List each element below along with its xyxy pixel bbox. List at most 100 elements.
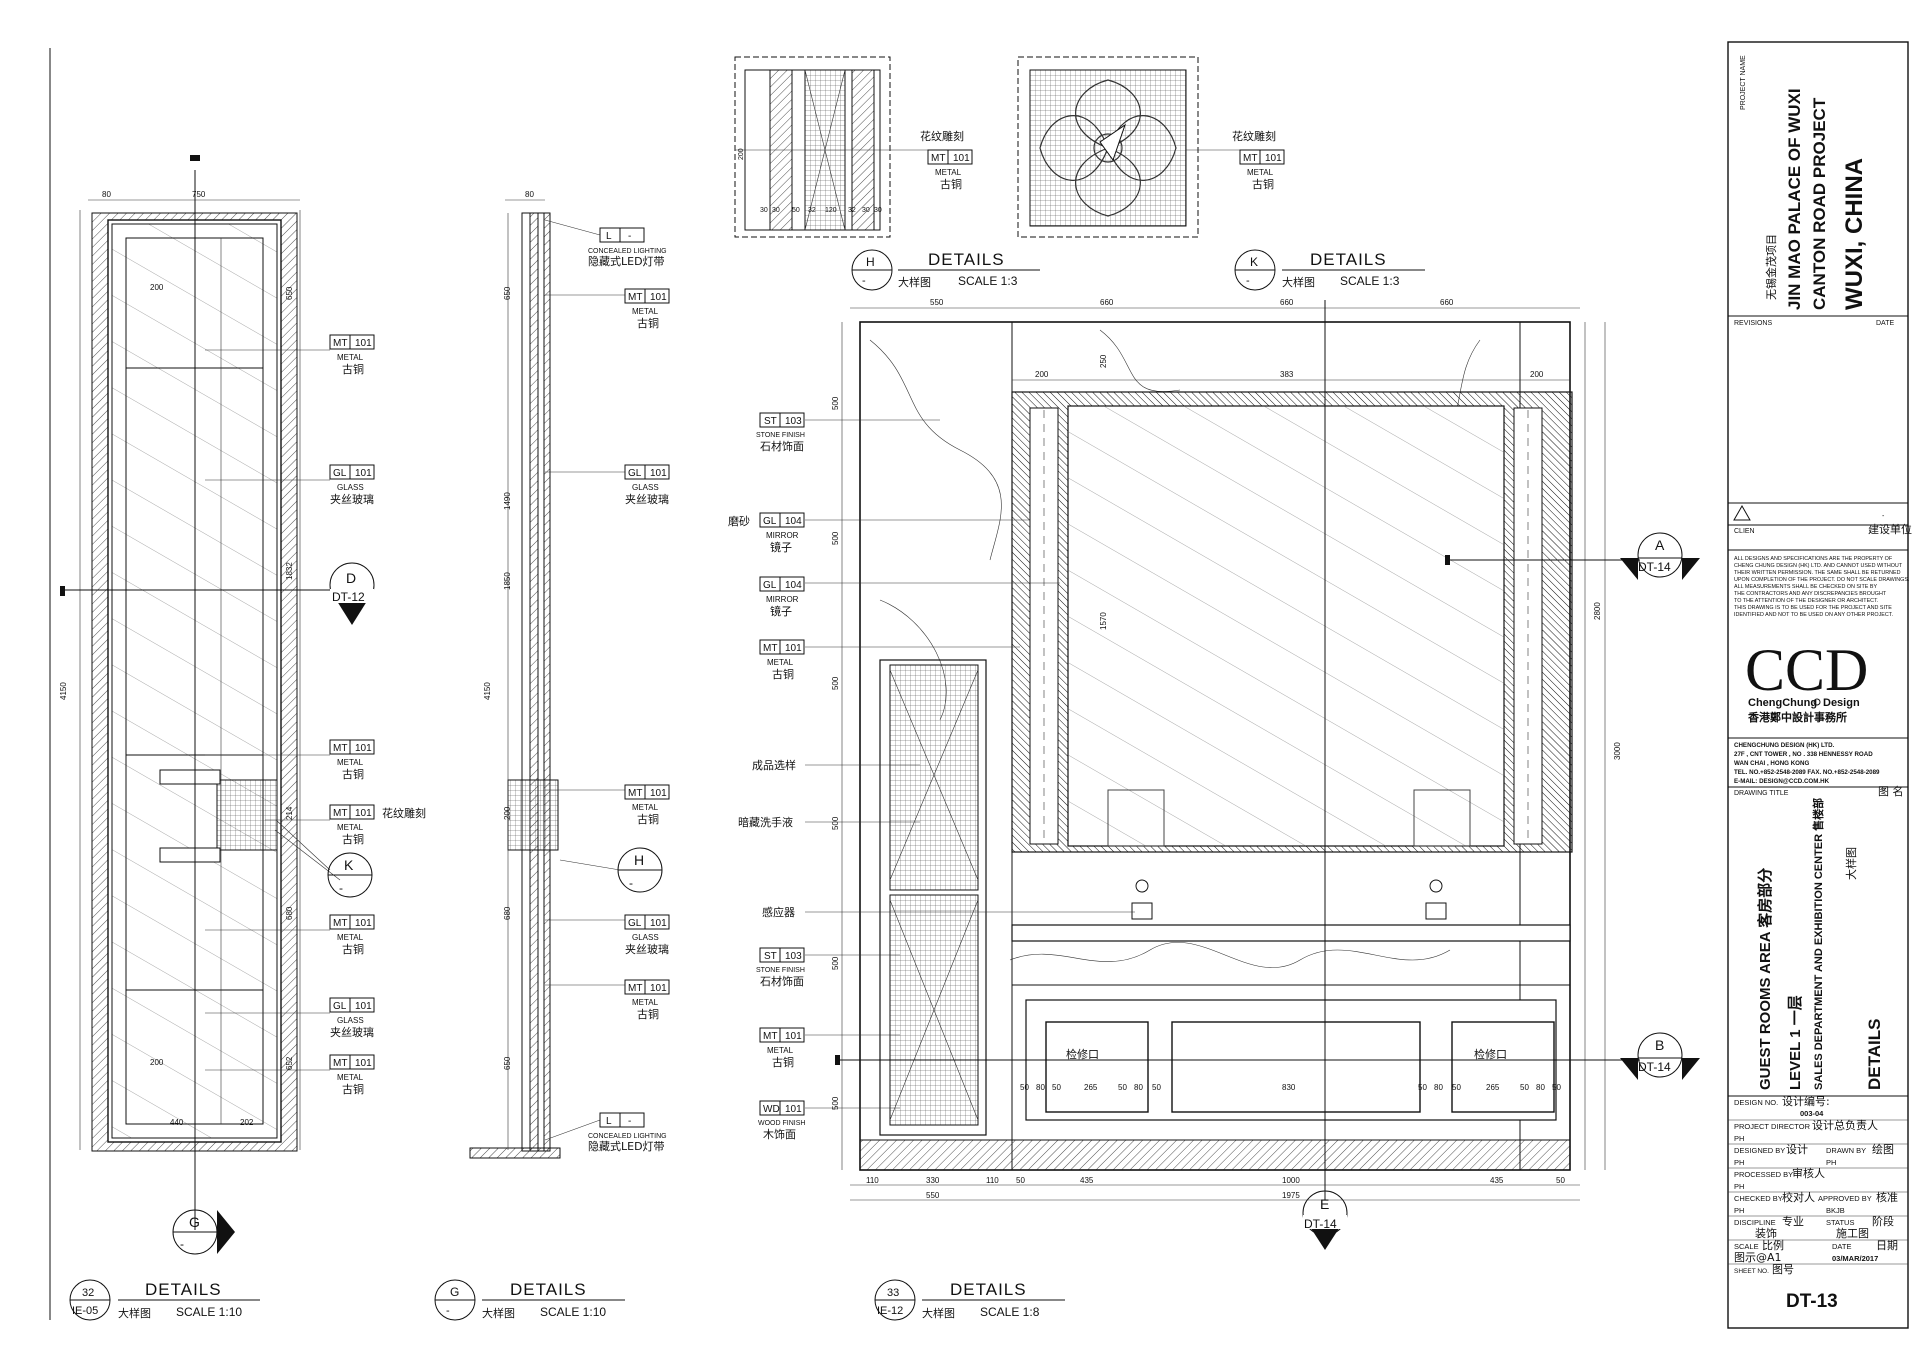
material-cn: 古铜: [637, 1007, 659, 1021]
sheet-no-label-cn: 图号: [1772, 1263, 1794, 1276]
detail-scale: SCALE 1:10: [540, 1305, 606, 1319]
dim-text: 680: [285, 906, 294, 920]
checked-by-label: CHECKED BY: [1734, 1194, 1783, 1203]
tag-code: MT: [763, 1031, 777, 1042]
designed-by-label: DESIGNED BY: [1734, 1146, 1785, 1155]
dim-text: 500: [831, 1096, 840, 1110]
carving-label: 花纹雕刻: [382, 806, 426, 820]
section-callout-g[interactable]: G -: [172, 1209, 235, 1255]
drawing-title-label-cn: 图 名: [1878, 784, 1904, 798]
disclaimer-line: ALL MEASUREMENTS SHALL BE CHECKED ON SIT…: [1734, 584, 1877, 590]
material-cn: 隐藏式LED灯带: [588, 255, 665, 268]
material-cn: 夹丝玻璃: [625, 942, 669, 956]
drawing-title-line2: LEVEL 1 一层: [1787, 995, 1804, 1090]
dim-text: 32: [848, 207, 856, 214]
dim-text: 50: [1020, 1083, 1029, 1092]
project-director-label: PROJECT DIRECTOR: [1734, 1122, 1811, 1131]
dim-text: 80: [102, 190, 111, 199]
drawn-by-label: DRAWN BY: [1826, 1146, 1866, 1155]
section-callout-h[interactable]: H -: [559, 847, 663, 893]
date-label: DATE: [1832, 1242, 1851, 1251]
dim-text: 265: [1486, 1083, 1500, 1092]
selection-label: 成品选样: [752, 758, 796, 772]
designed-by-value: PH: [1734, 1158, 1744, 1167]
tag-code: GL: [333, 1001, 347, 1012]
dim-text: 30: [874, 207, 882, 214]
material-en: CONCEALED LIGHTING: [588, 1133, 667, 1140]
section-callout-d[interactable]: D DT-12: [329, 562, 375, 625]
dim-text: 50: [1520, 1083, 1529, 1092]
detail-title-g: G - DETAILS 大样图 SCALE 1:10: [434, 1279, 625, 1321]
material-cn: 古铜: [1252, 177, 1274, 191]
tag-code: MT: [628, 788, 642, 799]
warning-icon: [1733, 504, 1751, 521]
disclaimer-line: CHENG CHUNG DESIGN (HK) LTD. AND CANNOT …: [1734, 563, 1903, 569]
dim-text: 650: [503, 286, 512, 300]
client-label: CLIEN: [1734, 528, 1755, 535]
dim-text: 435: [1080, 1176, 1094, 1185]
scale-value: 图示@A1: [1734, 1251, 1782, 1264]
dim-text: 1490: [503, 492, 512, 510]
disclaimer-line: THEIR WRITTEN PERMISSION. THE SAME SHALL…: [1734, 570, 1901, 576]
detail-number: 32: [82, 1287, 94, 1299]
project-name-line3: WUXI, CHINA: [1841, 158, 1868, 310]
dim-text: 1832: [285, 562, 294, 580]
tag-num: 104: [785, 580, 802, 591]
section-callout-e[interactable]: E DT-14: [1302, 1190, 1348, 1250]
tag-num: 101: [785, 643, 802, 654]
detail-scale: SCALE 1:3: [1340, 274, 1400, 288]
material-cn: 木饰面: [763, 1127, 796, 1141]
material-en: METAL: [337, 353, 364, 362]
approved-by-value: BKJB: [1826, 1206, 1845, 1215]
detail-32-elevation: 80 750 4150 650 1832 214 680 652 200 200…: [59, 155, 426, 1321]
section-callout-k[interactable]: K -: [274, 829, 373, 898]
dim-text: 550: [926, 1191, 940, 1200]
dim-text: 214: [285, 806, 294, 820]
approved-by-label: APPROVED BY: [1818, 1194, 1872, 1203]
callout-sheet: -: [180, 1237, 184, 1251]
tag-num: 101: [650, 918, 667, 929]
design-no-label-cn: 设计编号:: [1782, 1094, 1830, 1108]
design-no-value: 003-04: [1800, 1109, 1824, 1118]
date-label-cn: 日期: [1876, 1239, 1898, 1252]
tag-code: MT: [763, 643, 777, 654]
detail-title-cn: 大样图: [482, 1306, 515, 1320]
dim-text: 1850: [503, 572, 512, 590]
dim-text: 202: [240, 1118, 254, 1127]
project-name-line2: CANTON ROAD PROJECT: [1810, 97, 1829, 310]
section-callout-b[interactable]: B DT-14: [835, 1032, 1700, 1080]
disclaimer-line: UPON COMPLETION OF THE PROJECT. DO NOT S…: [1734, 577, 1909, 583]
detail-title-cn: 大样图: [922, 1306, 955, 1320]
scale-label: SCALE: [1734, 1242, 1759, 1251]
material-en: STONE FINISH: [756, 967, 805, 974]
dim-text: 500: [831, 531, 840, 545]
tag-code: GL: [628, 918, 642, 929]
tag-code: GL: [333, 468, 347, 479]
material-en: METAL: [337, 823, 364, 832]
material-en: GLASS: [337, 1016, 364, 1025]
tag-num: 101: [650, 468, 667, 479]
tag-num: 101: [650, 788, 667, 799]
material-en: STONE FINISH: [756, 432, 805, 439]
drawing-title-line3: SALES DEPARTMENT AND EXHIBITION CENTER 售…: [1811, 798, 1825, 1090]
detail-sheet-ref: -: [1246, 275, 1250, 287]
sensor-label: 感应器: [762, 905, 795, 919]
processed-by-label-cn: 审核人: [1792, 1166, 1825, 1180]
dim-text: 830: [1282, 1083, 1296, 1092]
dim-text: 1000: [1282, 1176, 1300, 1185]
callout-sheet: -: [339, 881, 343, 895]
disclaimer-line: THIS DRAWING IS TO BE USED FOR THE PROJE…: [1734, 605, 1892, 611]
material-en: MIRROR: [766, 531, 799, 540]
dim-text: 110: [986, 1176, 999, 1185]
material-cn: 古铜: [342, 942, 364, 956]
material-cn: 古铜: [940, 177, 962, 191]
client-value: -: [1882, 513, 1885, 520]
section-callout-a[interactable]: A DT-14: [1445, 532, 1700, 580]
carving-label: 花纹雕刻: [1232, 129, 1276, 143]
tag-code: MT: [628, 983, 642, 994]
dim-text: 250: [1099, 354, 1108, 368]
dim-text: 680: [503, 906, 512, 920]
status-value: 施工图: [1836, 1227, 1869, 1240]
dim-text: 50: [1118, 1083, 1127, 1092]
